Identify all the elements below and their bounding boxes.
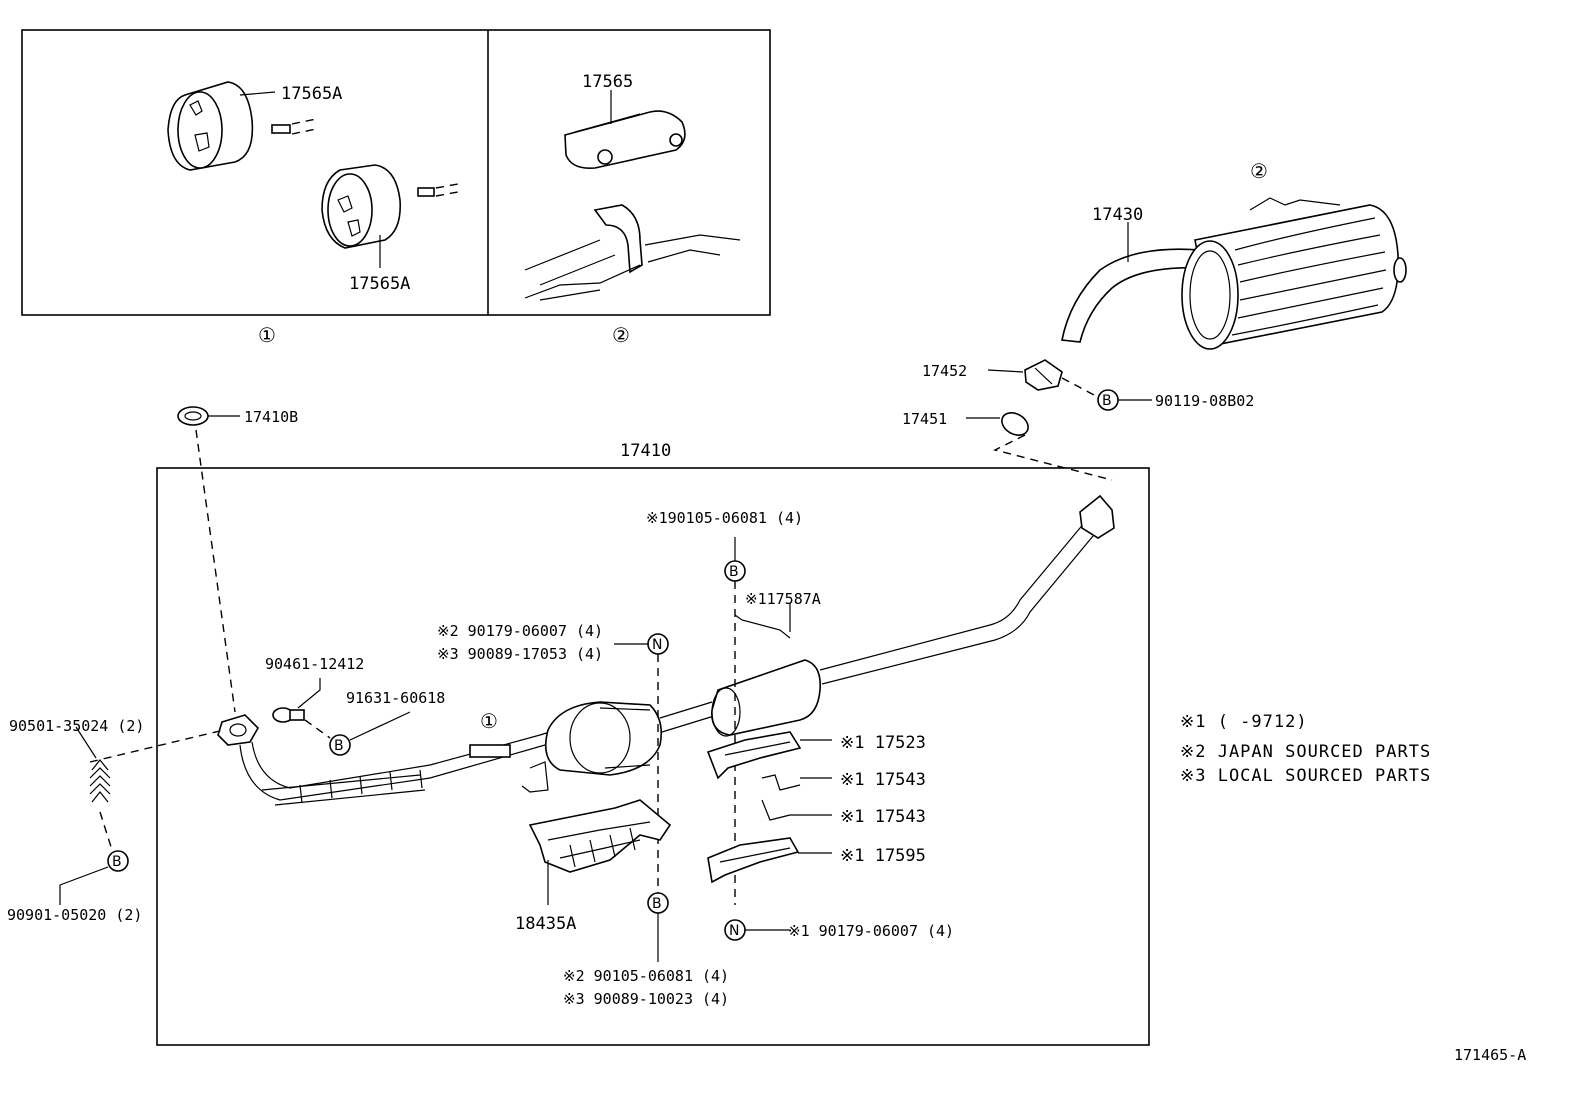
muffler-17430-drawing: [1061, 197, 1407, 350]
label-90179-06007-bottom: ※1 90179-06007 (4): [788, 922, 954, 940]
bracket-drawing: [524, 204, 741, 301]
label-17523: ※1 17523: [840, 733, 926, 753]
svg-text:B: B: [112, 854, 122, 870]
pipe-tag-1: ①: [480, 709, 498, 733]
hanger-17452-drawing: [987, 359, 1097, 397]
marker-N-bottom: N: [724, 919, 790, 941]
label-90179-06007-japan: ※2 90179-06007 (4): [437, 622, 603, 640]
inset-tag-1: ①: [258, 323, 276, 347]
note-1: ※1 ( -9712): [1180, 712, 1308, 732]
inset-tag-2: ②: [612, 323, 630, 347]
note-2: ※2 JAPAN SOURCED PARTS: [1180, 742, 1431, 762]
label-17595: ※1 17595: [840, 846, 926, 866]
label-90089-17053-local: ※3 90089-17053 (4): [437, 645, 603, 663]
marker-B-bottom: B: [647, 892, 669, 962]
inset-panel: [21, 29, 771, 316]
marker-N-top: N: [614, 633, 669, 893]
note-3: ※3 LOCAL SOURCED PARTS: [1180, 766, 1431, 786]
label-90901-05020: 90901-05020 (2): [7, 906, 142, 924]
label-91631-60618: 91631-60618: [346, 689, 445, 707]
label-90089-10023-bottom: ※3 90089-10023 (4): [563, 990, 729, 1008]
label-18435A: 18435A: [515, 914, 576, 934]
svg-text:B: B: [729, 564, 739, 580]
hanger-17565A-bottom-drawing: [321, 164, 459, 268]
muffler-tag: ②: [1250, 159, 1268, 183]
heat-shield-17595-drawing: [707, 837, 832, 884]
marker-B-91631: B: [329, 711, 411, 756]
label-17565: 17565: [582, 72, 633, 92]
assembly-17410-box: [156, 467, 1150, 1046]
label-17565A-bottom: 17565A: [349, 274, 410, 294]
marker-B-90901: B: [59, 850, 129, 905]
label-90105-06081-bottom: ※2 90105-06081 (4): [563, 967, 729, 985]
label-17452: 17452: [922, 362, 967, 380]
gasket-17410B-drawing: [177, 406, 240, 713]
svg-text:N: N: [652, 637, 662, 653]
svg-text:N: N: [729, 923, 739, 939]
clip-117587A-drawing: [734, 603, 791, 639]
label-90105-06081-top: ※190105-06081 (4): [646, 509, 803, 527]
gasket-17451-drawing: [966, 412, 1113, 481]
label-17451: 17451: [902, 410, 947, 428]
svg-text:B: B: [652, 896, 662, 912]
spring-90501-drawing: [75, 726, 225, 851]
clamp-90461-drawing: [272, 678, 331, 739]
bracket-17543-bottom-drawing: [761, 799, 832, 821]
label-17410B: 17410B: [244, 408, 298, 426]
label-90501-35024: 90501-35024 (2): [9, 717, 144, 735]
label-17565A-top: 17565A: [281, 84, 342, 104]
label-17430: 17430: [1092, 205, 1143, 225]
hanger-17565-drawing: [564, 90, 686, 170]
heat-insulator-18435A-drawing: [528, 799, 672, 905]
exhaust-pipe-drawing: [217, 494, 1115, 806]
label-117587A: ※117587A: [745, 590, 821, 608]
figure-id: 171465-A: [1454, 1046, 1526, 1064]
label-17543-b: ※1 17543: [840, 807, 926, 827]
svg-text:B: B: [1102, 393, 1112, 409]
hanger-17565A-top-drawing: [167, 81, 317, 171]
label-17543-a: ※1 17543: [840, 770, 926, 790]
heat-shield-17523-drawing: [706, 731, 832, 780]
svg-text:B: B: [334, 738, 344, 754]
label-90461-12412: 90461-12412: [265, 655, 364, 673]
label-90119-08B02: 90119-08B02: [1155, 392, 1254, 410]
label-17410: 17410: [620, 441, 671, 461]
bolt-marker-B-90119: B: [1097, 389, 1152, 411]
bracket-17543-top-drawing: [761, 774, 832, 791]
